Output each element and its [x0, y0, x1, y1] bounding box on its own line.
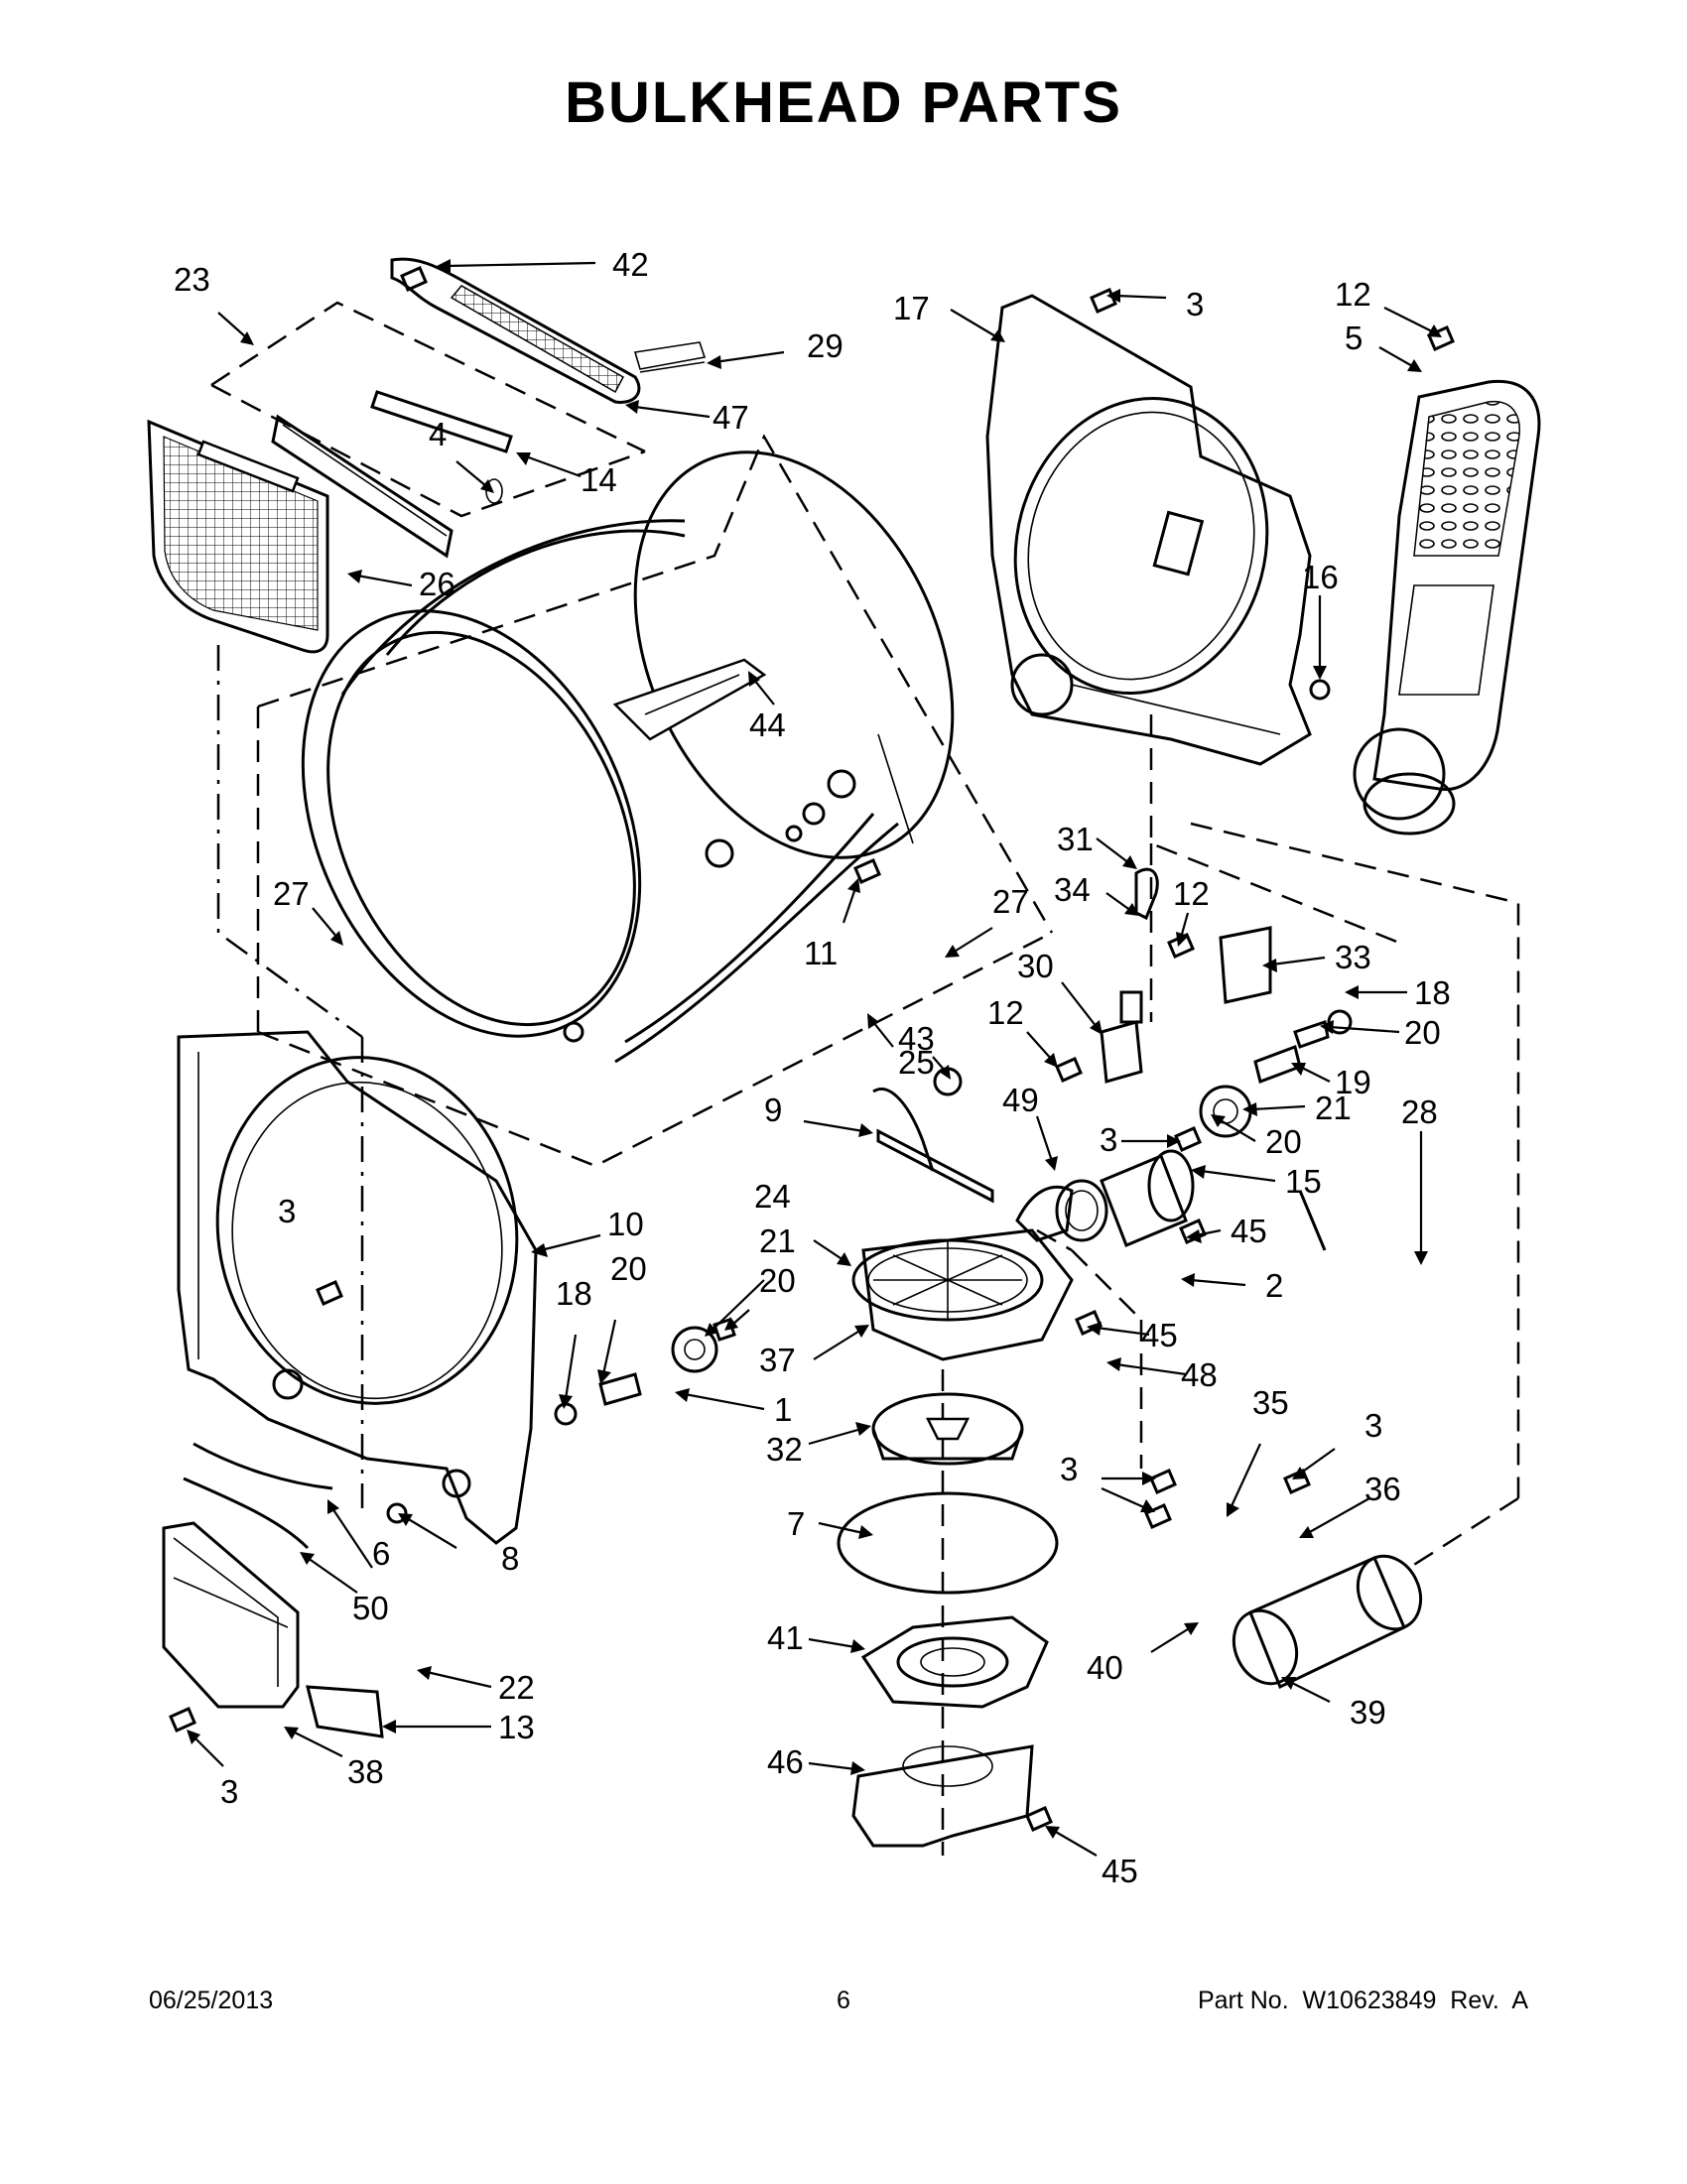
callout-label: 39 [1350, 1694, 1386, 1731]
callout-label: 8 [501, 1540, 519, 1577]
callout-label: 44 [749, 707, 786, 743]
assembly-guide-lines [210, 301, 1520, 1856]
callout-label: 42 [612, 246, 649, 283]
part-exhaust-tube [1232, 1554, 1423, 1690]
part-front-bulkhead [177, 1030, 538, 1545]
callout-label: 4 [429, 416, 447, 452]
callout-label: 35 [1252, 1384, 1289, 1421]
callout-label: 5 [1345, 320, 1363, 356]
callout-label: 47 [713, 399, 749, 436]
callout-label: 50 [352, 1590, 389, 1626]
part-rear-duct [1353, 379, 1541, 835]
callout-label: 3 [220, 1773, 238, 1810]
callout-label: 3 [1186, 286, 1204, 322]
callout-label: 19 [1335, 1064, 1371, 1100]
callout-label: 11 [804, 935, 838, 971]
callout-label: 6 [372, 1535, 390, 1572]
callout-label: 3 [278, 1193, 296, 1229]
callout-label: 48 [1181, 1356, 1218, 1393]
callout-label: 36 [1364, 1471, 1401, 1507]
part-vent-pipe [1055, 1149, 1195, 1247]
callout-label: 30 [1017, 948, 1054, 984]
callout-label: 21 [759, 1222, 796, 1259]
callout-label: 31 [1057, 821, 1094, 857]
part-drum [301, 450, 955, 1064]
page-title: BULKHEAD PARTS [565, 70, 1122, 135]
part-impeller [871, 1392, 1024, 1466]
callout-label: 20 [1404, 1014, 1441, 1051]
part-blower-housing [851, 1088, 1074, 1361]
callout-label: 13 [498, 1709, 535, 1745]
callout-label: 1 [774, 1391, 792, 1428]
callout-label: 43 [898, 1020, 935, 1057]
callout-label: 26 [419, 566, 455, 602]
callout-label: 29 [807, 327, 844, 364]
callout-label: 3 [1100, 1121, 1117, 1158]
part-gasket [837, 1491, 1059, 1595]
callout-labels: 42 23 29 47 4 14 26 44 27 11 27 25 17 3 … [174, 246, 1451, 1889]
part-duct-adapter [851, 1744, 1034, 1848]
callout-label: 33 [1335, 939, 1371, 975]
footer-part-number: Part No. W10623849 Rev. A [1197, 1987, 1528, 2014]
callout-label: 38 [347, 1753, 384, 1790]
callout-label: 17 [893, 290, 930, 326]
callout-label: 27 [273, 875, 310, 912]
leader-lines [187, 259, 1442, 1857]
callout-label: 21 [1315, 1090, 1352, 1126]
callout-label: 49 [1002, 1082, 1039, 1118]
part-blower-cover [860, 1615, 1049, 1709]
callout-label: 20 [759, 1262, 796, 1299]
callout-label: 10 [607, 1206, 644, 1242]
footer-page-number: 6 [837, 1987, 850, 2014]
callout-label: 27 [992, 883, 1029, 920]
footer-date: 06/25/2013 [149, 1987, 274, 2014]
callout-label: 12 [987, 994, 1024, 1031]
callout-label: 24 [754, 1178, 791, 1215]
screws [169, 266, 1455, 1832]
callout-label: 14 [581, 461, 617, 498]
callout-label: 41 [767, 1619, 804, 1656]
part-lint-duct-top [271, 390, 513, 559]
callout-label: 25 [898, 1044, 935, 1081]
callout-label: 12 [1173, 875, 1210, 912]
callout-label: 3 [1364, 1407, 1382, 1444]
callout-label: 16 [1302, 559, 1339, 595]
callout-label: 45 [1141, 1317, 1178, 1353]
part-lint-grille-top [390, 257, 707, 404]
callout-label: 18 [556, 1275, 592, 1312]
callout-label: 34 [1054, 871, 1091, 908]
callout-label: 28 [1401, 1093, 1438, 1130]
callout-label: 9 [764, 1092, 782, 1128]
callout-label: 15 [1285, 1163, 1322, 1200]
callout-label: 37 [759, 1342, 796, 1378]
callout-label: 12 [1335, 276, 1371, 313]
callout-label: 40 [1087, 1649, 1123, 1686]
part-lint-housing [162, 1521, 384, 1738]
callout-label: 45 [1102, 1853, 1138, 1889]
part-seals [183, 1442, 333, 1550]
part-lint-screen [147, 419, 329, 654]
callout-label: 2 [1265, 1267, 1283, 1304]
callout-label: 18 [1414, 974, 1451, 1011]
callout-label: 20 [610, 1250, 647, 1287]
callout-label: 20 [1265, 1123, 1302, 1160]
callout-label: 23 [174, 261, 210, 298]
callout-label: 46 [767, 1743, 804, 1780]
callout-label: 22 [498, 1669, 535, 1706]
part-belt [876, 1067, 994, 1204]
part-rear-bulkhead [985, 294, 1312, 766]
callout-label: 3 [1060, 1451, 1078, 1487]
callout-label: 45 [1231, 1213, 1267, 1249]
callout-label: 7 [787, 1505, 805, 1542]
callout-label: 32 [766, 1431, 803, 1468]
